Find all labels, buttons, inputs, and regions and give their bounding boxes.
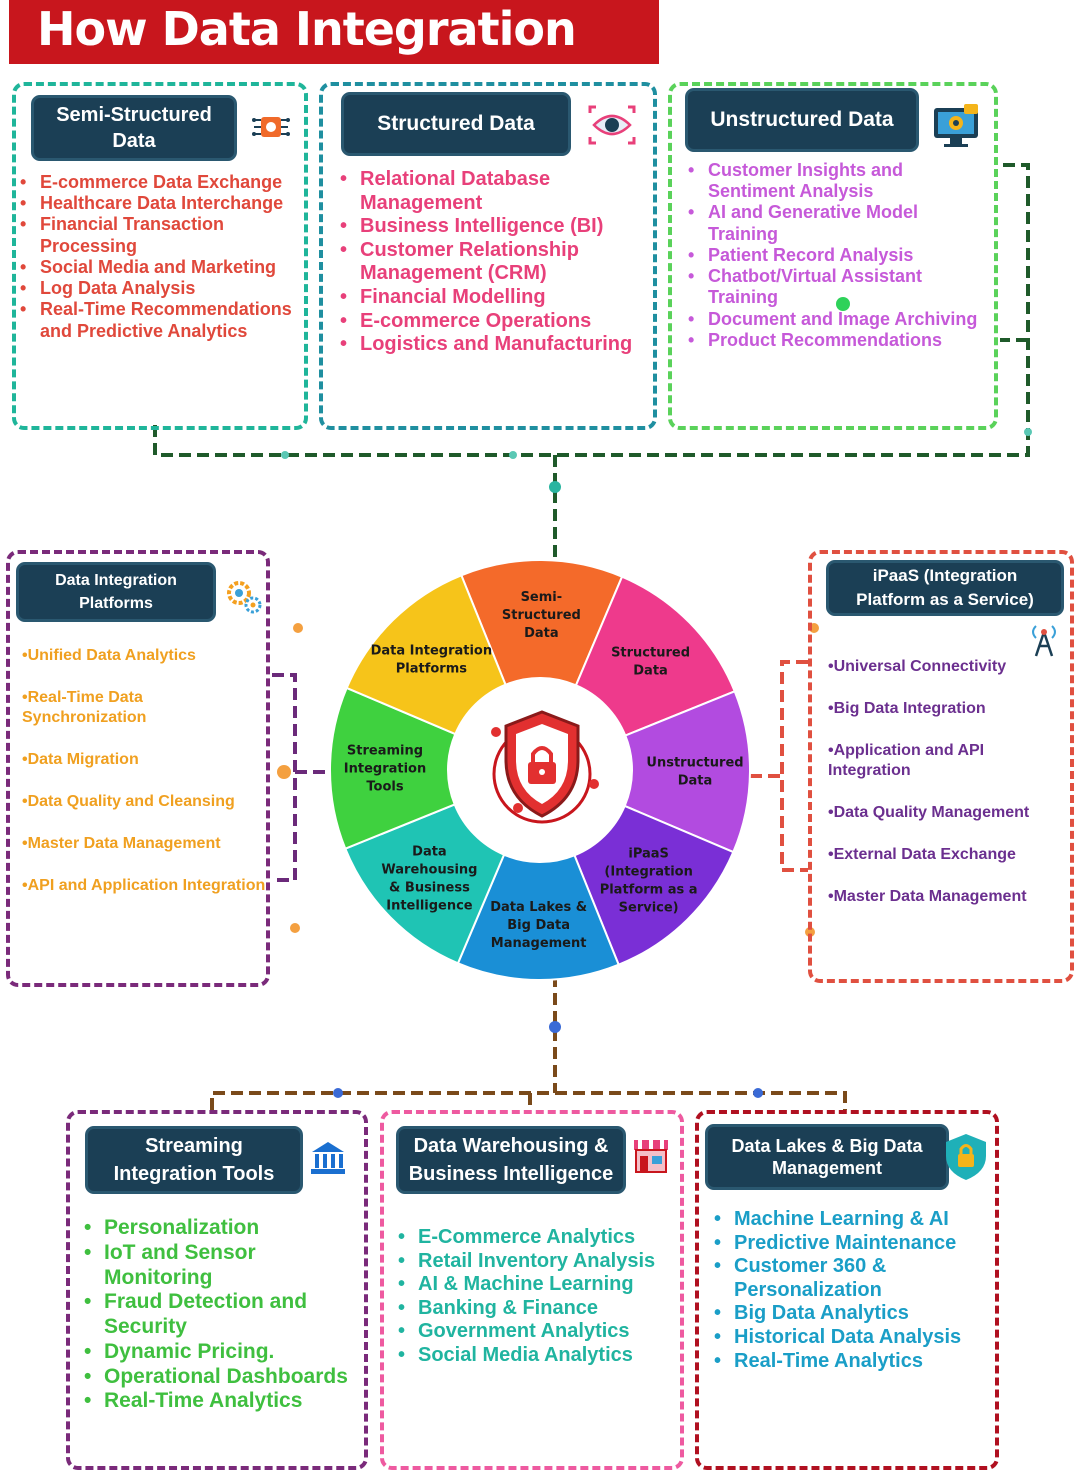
structured-header: Structured Data [341, 92, 571, 156]
list-item: Retail Inventory Analysis [398, 1250, 682, 1274]
ipaas-list: •Universal Connectivity •Big Data Integr… [828, 657, 1068, 907]
list-item: Personalization [84, 1216, 364, 1241]
list-item: Real-Time Analytics [714, 1350, 994, 1374]
list-item: Customer 360 & Personalization [714, 1255, 994, 1302]
bank-icon [311, 1142, 345, 1174]
list-item: Relational Database Management [340, 168, 652, 215]
antenna-icon [1032, 625, 1056, 657]
lakes-list: Machine Learning & AI Predictive Mainten… [714, 1208, 994, 1373]
semi-structured-header: Semi-Structured Data [31, 95, 237, 161]
list-item: Predictive Maintenance [714, 1232, 994, 1256]
top-bus-line [153, 163, 1030, 457]
list-item: Logistics and Manufacturing [340, 333, 652, 357]
list-item: Customer Insights and Sentiment Analysis [688, 160, 988, 202]
list-item: Government Analytics [398, 1320, 682, 1344]
list-item: •Universal Connectivity [828, 658, 1007, 675]
unstructured-header: Unstructured Data [685, 88, 919, 152]
gears-icon [227, 581, 262, 614]
platforms-list: •Unified Data Analytics •Real-Time Data … [22, 646, 266, 896]
monitor-gear-icon [934, 104, 978, 147]
list-item: Log Data Analysis [20, 278, 308, 299]
warehouse-header: Data Warehousing & Business Intelligence [396, 1126, 626, 1194]
list-item: Machine Learning & AI [714, 1208, 994, 1232]
list-item: •Application and API Integration [828, 742, 985, 779]
list-item: •Big Data Integration [828, 700, 986, 717]
structured-card [319, 82, 657, 430]
lakes-card [695, 1110, 999, 1470]
list-item: AI and Generative Model Training [688, 202, 988, 244]
list-item: Business Intelligence (BI) [340, 215, 652, 239]
list-item: Real-Time Analytics [84, 1389, 364, 1414]
circuit-chip-icon [252, 117, 290, 137]
list-item: Social Media and Marketing [20, 257, 308, 278]
list-item: •Unified Data Analytics [22, 647, 196, 664]
list-item: Healthcare Data Interchange [20, 193, 308, 214]
list-item: Chatbot/Virtual Assistant Training [688, 266, 988, 308]
list-item: •Data Migration [22, 751, 139, 768]
security-shield-lock-icon [491, 710, 599, 824]
list-item: E-commerce Operations [340, 310, 652, 334]
store-icon [634, 1140, 668, 1173]
list-item: Product Recommendations [688, 330, 988, 351]
page-title: How Data Integration Works? [9, 0, 659, 114]
list-item: •Master Data Management [828, 888, 1027, 905]
structured-list: Relational Database Management Business … [340, 168, 652, 357]
shield-lock-icon [946, 1134, 986, 1180]
list-item: Dynamic Pricing. [84, 1340, 364, 1365]
list-item: •Data Quality and Cleansing [22, 793, 235, 810]
list-item: •Data Quality Management [828, 804, 1030, 821]
list-item: Financial Modelling [340, 286, 652, 310]
list-item: Document and Image Archiving [688, 309, 988, 330]
list-item: E-commerce Data Exchange [20, 172, 308, 193]
list-item: Real-Time Recommendations and Predictive… [20, 299, 308, 341]
platforms-card [6, 550, 270, 987]
platforms-bracket [272, 673, 297, 882]
ipaas-header: iPaaS (Integration Platform as a Service… [826, 560, 1064, 616]
list-item: IoT and Sensor Monitoring [84, 1241, 364, 1291]
streaming-list: Personalization IoT and Sensor Monitorin… [84, 1216, 364, 1414]
ipaas-bracket [780, 660, 808, 872]
unstructured-card [668, 82, 998, 430]
list-item: Big Data Analytics [714, 1302, 994, 1326]
platforms-header: Data Integration Platforms [16, 562, 216, 622]
list-item: E-Commerce Analytics [398, 1226, 682, 1250]
warehouse-card [380, 1110, 684, 1470]
list-item: Social Media Analytics [398, 1344, 682, 1368]
list-item: Historical Data Analysis [714, 1326, 994, 1350]
semi-structured-list: E-commerce Data Exchange Healthcare Data… [20, 172, 308, 342]
unstructured-list: Customer Insights and Sentiment Analysis… [688, 160, 988, 351]
list-item: Patient Record Analysis [688, 245, 988, 266]
list-item: Fraud Detection and Security [84, 1290, 364, 1340]
list-item: •Master Data Management [22, 835, 221, 852]
list-item: Customer Relationship Management (CRM) [340, 239, 652, 286]
list-item: AI & Machine Learning [398, 1273, 682, 1297]
streaming-card [66, 1110, 368, 1470]
list-item: •Real-Time Data Synchronization [22, 689, 147, 726]
list-item: Banking & Finance [398, 1297, 682, 1321]
list-item: •External Data Exchange [828, 846, 1016, 863]
list-item: Financial Transaction Processing [20, 214, 308, 256]
lakes-header: Data Lakes & Big Data Management [705, 1124, 949, 1190]
eye-scan-icon [588, 105, 636, 145]
list-item: Operational Dashboards [84, 1365, 364, 1390]
warehouse-list: E-Commerce Analytics Retail Inventory An… [398, 1226, 682, 1368]
list-item: •API and Application Integration [22, 877, 266, 894]
streaming-header: Streaming Integration Tools [85, 1126, 303, 1194]
ipaas-card [808, 550, 1074, 983]
